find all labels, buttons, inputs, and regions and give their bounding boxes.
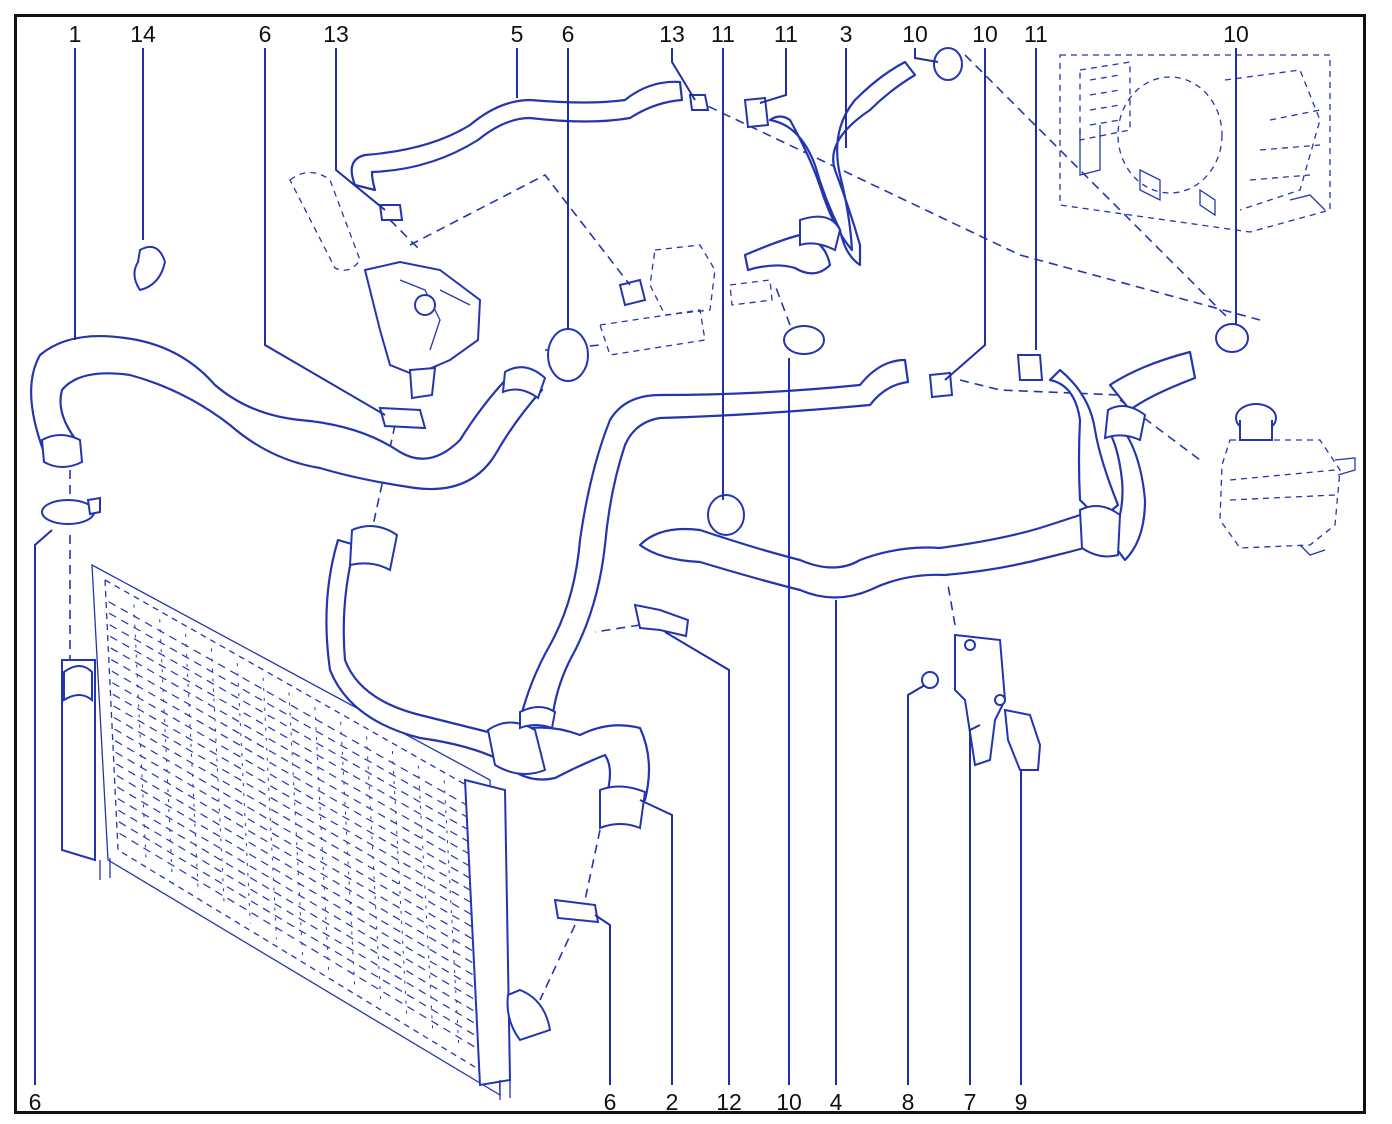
clamp-11-a (743, 96, 770, 129)
radiator-fin-column (340, 721, 356, 987)
callout-5-top: 5 (511, 21, 524, 47)
heater-valve (599, 244, 773, 356)
callout-13-top-b: 13 (659, 21, 685, 47)
callout-2-bottom: 2 (666, 1089, 679, 1115)
bracket-assembly (921, 633, 1042, 771)
callout-14-top: 14 (130, 21, 156, 47)
callout-13-top-a: 13 (323, 21, 349, 47)
radiator (61, 563, 552, 1100)
connector-9 (1003, 708, 1042, 771)
radiator-fin-line (118, 809, 484, 1029)
radiator-fin-line (115, 763, 481, 980)
hose-2-lower-radiator (325, 525, 651, 830)
callout-9-bottom: 9 (1015, 1089, 1028, 1115)
clamp-6-left (41, 499, 95, 525)
callout-12-bottom: 12 (716, 1089, 742, 1115)
radiator-fin-column (366, 736, 382, 1003)
clamp-10-top (933, 47, 963, 81)
radiator-fin-line (114, 740, 480, 956)
clamp-6-hose1 (378, 406, 427, 430)
diagram-frame (14, 14, 1366, 1114)
bolt-8 (921, 671, 939, 689)
callout-11-top-b: 11 (774, 21, 798, 47)
hose-clamps (41, 47, 1249, 924)
callout-8-bottom: 8 (902, 1089, 915, 1115)
radiator-fin-line (116, 786, 482, 1005)
callout-11-top-c: 11 (1024, 21, 1048, 47)
clamp-11-c (707, 494, 745, 536)
radiator-fin-line (111, 670, 476, 882)
callout-6-top-b: 6 (562, 21, 575, 47)
callout-10-bottom: 10 (776, 1089, 802, 1115)
radiator-fin-line (113, 705, 478, 919)
callout-6-top-a: 6 (259, 21, 272, 47)
radiator-fin-line (118, 821, 484, 1041)
hose-5 (350, 80, 684, 192)
bracket-7 (954, 633, 1007, 767)
radiator-fin-line (115, 751, 480, 968)
radiator-fin-line (114, 728, 479, 943)
radiator-fin-column (391, 751, 408, 1018)
radiator-fin-line (110, 647, 474, 857)
radiator-fin-column (236, 663, 251, 924)
sensor-12 (633, 603, 690, 638)
expansion-tank (1219, 403, 1356, 556)
hose-4 (518, 350, 1197, 730)
clamp-13-a (378, 204, 404, 221)
hose-3 (743, 60, 917, 275)
clamp-11-b (1016, 354, 1044, 381)
radiator-fin-line (109, 635, 474, 845)
callout-1-top: 1 (69, 21, 82, 47)
engine-block (1059, 54, 1331, 233)
radiator-fin-column (159, 619, 173, 877)
callout-labels: 1 14 6 13 5 6 13 11 11 3 10 10 11 10 6 6… (29, 21, 1249, 1115)
radiator-fin-column (133, 604, 147, 861)
callout-10-top-a: 10 (902, 21, 928, 47)
radiator-fin-column (262, 677, 277, 940)
callout-3-top: 3 (840, 21, 853, 47)
radiator-fin-line (112, 693, 477, 906)
clamp-10-right (1215, 323, 1249, 353)
clamp-6-bottom (553, 898, 600, 924)
radiator-fin-column (288, 692, 303, 956)
clamp-6-mid (547, 328, 589, 382)
callout-11-top-a: 11 (711, 21, 735, 47)
thermostat-housing (289, 171, 482, 400)
callout-7-bottom: 7 (964, 1089, 977, 1115)
callout-6-bottom-a: 6 (29, 1089, 42, 1115)
callout-6-bottom-b: 6 (604, 1089, 617, 1115)
callout-4-bottom: 4 (830, 1089, 843, 1115)
radiator-fin-column (314, 707, 330, 971)
callout-10-top-b: 10 (972, 21, 998, 47)
clamp-10-mid (783, 325, 825, 355)
clamp-14 (133, 246, 167, 292)
callout-10-top-c: 10 (1223, 21, 1249, 47)
radiator-fin-column (210, 648, 225, 908)
leader-lines (34, 48, 1237, 1085)
radiator-fin-line (117, 798, 483, 1017)
hose-1-upper-radiator (30, 335, 547, 491)
